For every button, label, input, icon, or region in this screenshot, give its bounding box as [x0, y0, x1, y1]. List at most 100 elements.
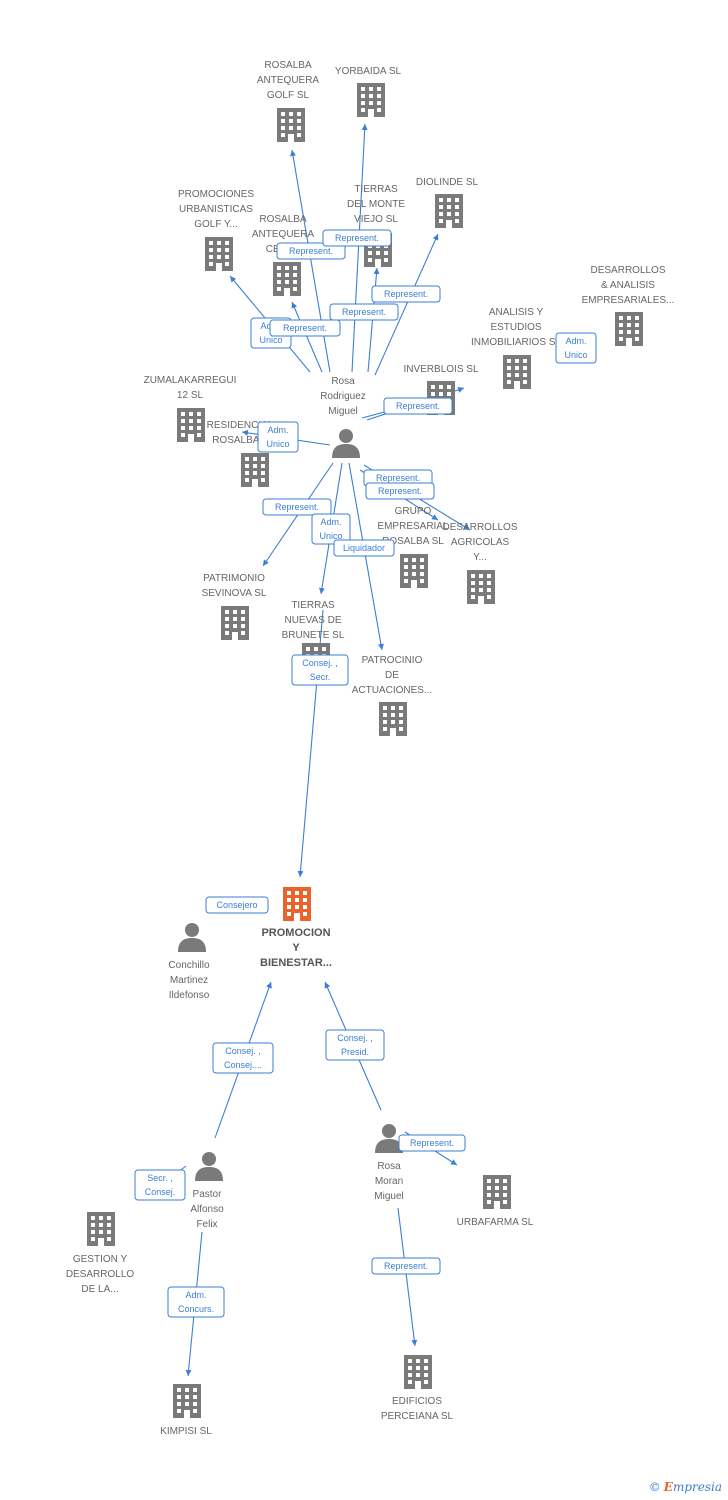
relation-label[interactable]: Adm.Unico [555, 332, 597, 364]
relation-label[interactable]: Secr. ,Consej. [134, 1169, 186, 1201]
relation-label-text: Represent. [376, 473, 420, 483]
building-icon [467, 570, 495, 604]
relation-label-text: Liquidador [343, 543, 385, 553]
relation-label[interactable]: Represent. [371, 285, 441, 303]
person-icon [332, 429, 360, 458]
edge-line [291, 301, 323, 373]
building-icon [379, 702, 407, 736]
relation-label-text: Adm.Unico [319, 517, 342, 541]
relation-label[interactable]: Represent. [371, 1257, 441, 1275]
relation-label[interactable]: Represent. [365, 482, 435, 500]
relation-label-text: Adm.Unico [564, 336, 587, 360]
building-icon [483, 1175, 511, 1209]
edge-line [351, 123, 368, 373]
relation-label[interactable]: Represent. [363, 469, 433, 487]
relation-label[interactable]: Adm.Concurs. [167, 1286, 225, 1318]
relation-label-text: Secr. ,Consej. [145, 1173, 176, 1197]
relation-label[interactable]: Consej. ,Consej.... [212, 1042, 274, 1074]
building-icon [221, 606, 249, 640]
person-icon [178, 923, 206, 952]
company-node[interactable]: INVERBLOIS SL [403, 364, 479, 415]
relation-label[interactable]: Represent. [322, 229, 392, 247]
building-icon [173, 1384, 201, 1418]
building-icon [273, 262, 301, 296]
person-icon [195, 1152, 223, 1181]
company-node[interactable]: URBAFARMA SL [457, 1175, 534, 1228]
relation-label[interactable]: Adm.Unico [257, 421, 299, 453]
edge-line [290, 149, 331, 373]
company-node[interactable]: KIMPISI SL [160, 1384, 212, 1437]
building-icon [503, 355, 531, 389]
relation-label-text: Consej. ,Secr. [302, 658, 338, 682]
edge-line [374, 233, 439, 376]
relation-label[interactable]: Consejero [205, 896, 269, 914]
company-node[interactable]: DIOLINDE SL [416, 177, 479, 228]
relation-label-text: Represent. [283, 323, 327, 333]
relation-label[interactable]: Represent. [269, 319, 341, 337]
relation-label[interactable]: Adm.Unico [311, 513, 351, 545]
relation-label[interactable]: Consej. ,Secr. [291, 654, 349, 686]
empresia-brand[interactable]: ©Empresia [649, 1480, 722, 1494]
relation-label[interactable]: Represent. [262, 498, 332, 516]
building-icon [283, 887, 311, 921]
relation-label-text: Consejero [216, 900, 257, 910]
relation-label[interactable]: Consej. ,Presid. [325, 1029, 385, 1061]
node-label: URBAFARMA SL [457, 1217, 534, 1228]
building-icon [177, 408, 205, 442]
node-label: YORBAIDA SL [335, 66, 402, 77]
relation-labels-layer: Represent.Represent.Represent.Represent.… [134, 229, 597, 1318]
relation-label-text: Represent. [289, 246, 333, 256]
relation-label-text: Adm.Unico [266, 425, 289, 449]
relation-label-text: Represent. [342, 307, 386, 317]
edge-line [397, 1207, 418, 1347]
relation-label[interactable]: Represent. [276, 242, 346, 260]
brand-name: mpresia [672, 1480, 722, 1494]
relation-label-text: Represent. [384, 1261, 428, 1271]
relation-label-text: Represent. [384, 289, 428, 299]
relation-label-text: Represent. [335, 233, 379, 243]
relation-label[interactable]: Represent. [329, 303, 399, 321]
relation-label-text: Represent. [378, 486, 422, 496]
relation-label-text: Consej. ,Presid. [337, 1033, 373, 1057]
relation-label-text: Represent. [410, 1138, 454, 1148]
company-node[interactable]: YORBAIDA SL [335, 66, 402, 117]
relation-label[interactable]: Represent. [398, 1134, 466, 1152]
relation-label[interactable]: Represent. [383, 397, 453, 415]
relation-label[interactable]: Liquidador [333, 539, 395, 557]
building-icon [404, 1355, 432, 1389]
building-icon [400, 554, 428, 588]
